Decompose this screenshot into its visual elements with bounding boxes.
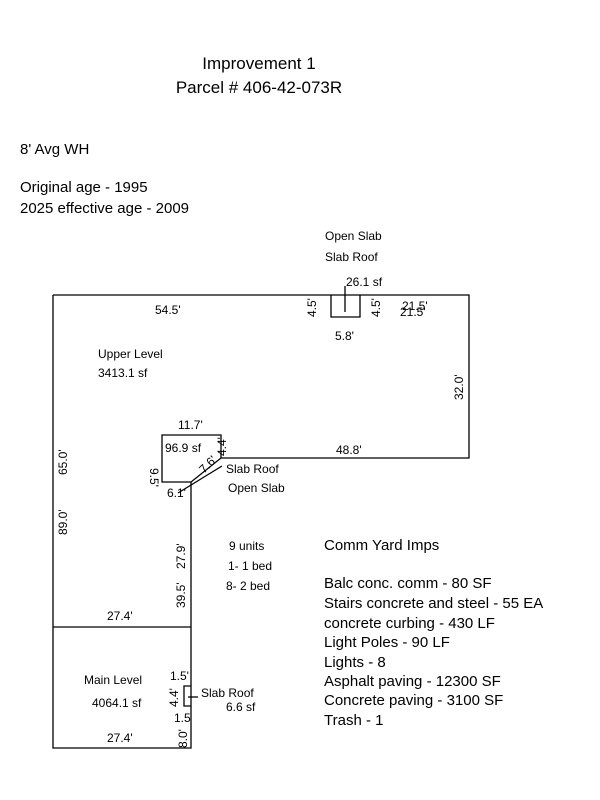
effective-age-note: 2025 effective age - 2009 <box>20 200 190 217</box>
dim-small-bottom: 1.5 <box>174 711 191 725</box>
units-label: 9 units <box>229 539 264 553</box>
dim-top-right-overlap: 21.5' <box>400 305 426 319</box>
dim-inner-diag-a: 4.4' <box>215 437 229 456</box>
upper-area-label: 3413.1 sf <box>98 366 148 380</box>
dim-bottom: 27.4' <box>107 731 133 745</box>
dim-bottom-right: 8.0' <box>176 729 190 748</box>
dim-small-top: 1.5' <box>170 669 189 683</box>
dim-inner-vertical-a: 27.9' <box>174 543 188 569</box>
slab-roof-label-mid: Slab Roof <box>226 462 279 476</box>
upper-level-label: Upper Level <box>98 347 163 361</box>
dim-divider: 27.4' <box>107 609 133 623</box>
dim-left-upper: 65.0' <box>56 449 70 475</box>
dim-inner-bottom: 6.1' <box>167 486 186 500</box>
dim-small-side: 4.4' <box>167 688 181 707</box>
wall-height-note: 8' Avg WH <box>20 141 90 158</box>
dim-notch-right: 4.5' <box>369 298 383 317</box>
slab-roof-label-small: Slab Roof <box>201 686 254 700</box>
yard-item: Stairs concrete and steel - 55 EA <box>324 595 544 612</box>
inner-area-label: 96.9 sf <box>165 441 202 455</box>
dim-inner-left: 9.5' <box>147 468 161 487</box>
units-1bed-label: 1- 1 bed <box>228 559 272 573</box>
yard-item: Balc conc. comm - 80 SF <box>324 575 492 592</box>
dim-notch-left: 4.5' <box>305 298 319 317</box>
yard-heading: Comm Yard Imps <box>324 537 440 554</box>
yard-item: Asphalt paving - 12300 SF <box>324 673 501 690</box>
top-area-label: 26.1 sf <box>346 275 383 289</box>
open-slab-label-mid: Open Slab <box>228 481 285 495</box>
yard-item: Lights - 8 <box>324 654 386 671</box>
yard-item: Trash - 1 <box>324 712 384 729</box>
parcel-number: Parcel # 406-42-073R <box>175 78 343 97</box>
yard-item: concrete curbing - 430 LF <box>324 615 495 632</box>
outer-outline <box>52 294 470 749</box>
original-age-note: Original age - 1995 <box>20 179 148 196</box>
dim-top-right: 21.5' <box>402 299 428 313</box>
open-slab-label-top: Open Slab <box>325 229 382 243</box>
dim-notch-bottom: 5.8' <box>335 329 354 343</box>
top-notch <box>330 295 361 318</box>
small-area-label: 6.6 sf <box>226 700 256 714</box>
yard-item: Light Poles - 90 LF <box>324 634 450 651</box>
dim-inner-top: 11.7' <box>178 418 203 432</box>
main-area-label: 4064.1 sf <box>92 696 142 710</box>
dim-left-lower: 89.0' <box>56 509 70 535</box>
page-title: Improvement 1 <box>202 54 316 73</box>
mid-pointer <box>177 465 223 494</box>
small-box <box>183 685 191 707</box>
slab-roof-label-top: Slab Roof <box>325 250 378 264</box>
dim-mid-horizontal: 48.8' <box>336 443 362 457</box>
main-level-label: Main Level <box>84 673 142 687</box>
dim-inner-vertical-b: 39.5' <box>174 582 188 608</box>
units-2bed-label: 8- 2 bed <box>226 579 270 593</box>
inner-section <box>161 434 222 483</box>
dim-right-side: 32.0' <box>452 374 466 400</box>
yard-item: Concrete paving - 3100 SF <box>324 692 504 709</box>
dim-top-left: 54.5' <box>155 303 181 317</box>
